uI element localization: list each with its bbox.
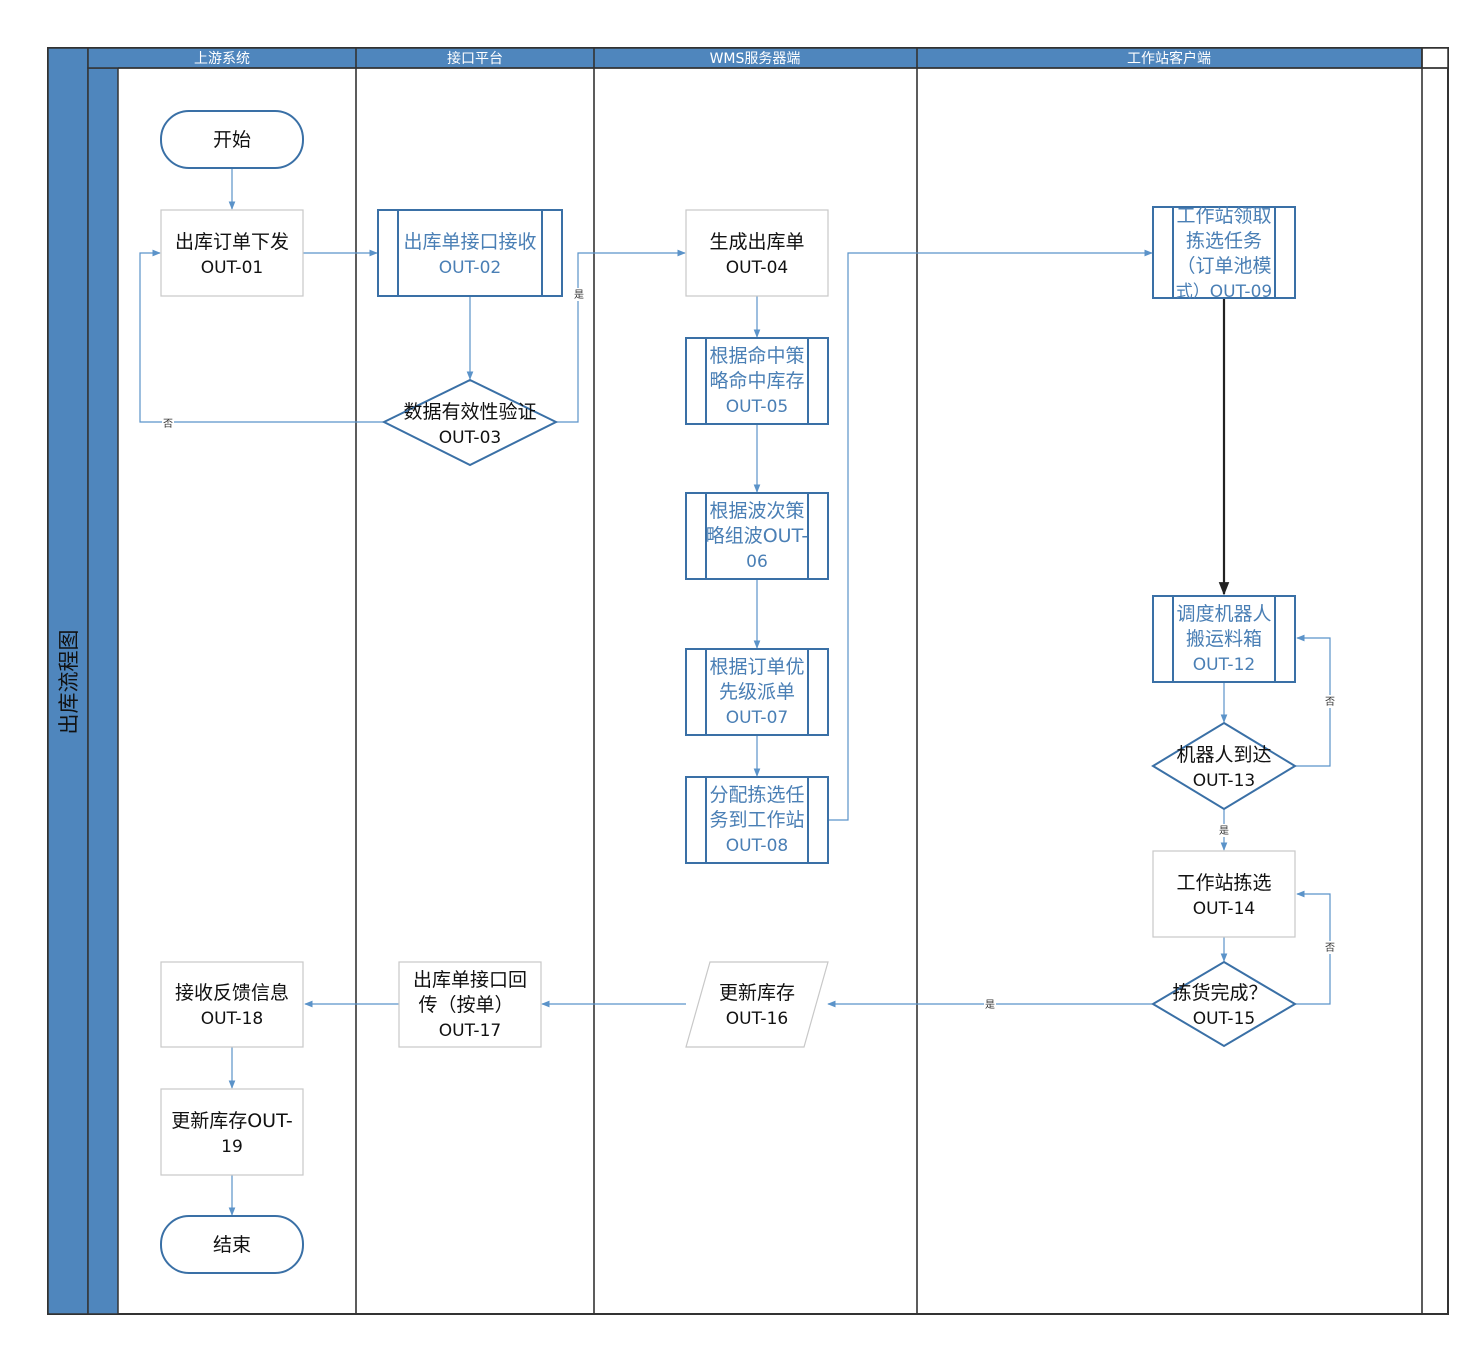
edge-label-out03-no: 否 bbox=[163, 418, 173, 430]
node-out16-line1: 更新库存 bbox=[719, 982, 795, 1004]
node-start-label: 开始 bbox=[213, 129, 251, 151]
edge-label-out13-yes: 是 bbox=[1219, 825, 1229, 837]
edges bbox=[139, 168, 1331, 1216]
node-out08-line3: OUT-08 bbox=[726, 836, 788, 856]
node-out05-line3: OUT-05 bbox=[726, 397, 788, 417]
node-out01-line1: 出库订单下发 bbox=[175, 231, 289, 253]
node-out16: 更新库存 OUT-16 bbox=[685, 961, 829, 1048]
node-out06-line3: 06 bbox=[746, 552, 768, 572]
diagram-title: 出库流程图 bbox=[57, 630, 81, 735]
pool-inner-strip bbox=[87, 67, 119, 1315]
node-out09-line2: 拣选任务 bbox=[1186, 230, 1262, 252]
node-out03-line1: 数据有效性验证 bbox=[403, 401, 536, 423]
node-out17-line3: OUT-17 bbox=[439, 1021, 501, 1041]
edge-label-out15-no: 否 bbox=[1325, 942, 1335, 954]
node-out07-line1: 根据订单优 bbox=[709, 656, 804, 678]
node-out18-line2: OUT-18 bbox=[201, 1009, 263, 1029]
node-out17-line2: 传（按单） bbox=[418, 994, 513, 1016]
node-out07: 根据订单优 先级派单 OUT-07 bbox=[685, 648, 829, 736]
node-out03-line2: OUT-03 bbox=[439, 428, 501, 448]
node-out04-line2: OUT-04 bbox=[726, 258, 788, 278]
node-out07-line3: OUT-07 bbox=[726, 708, 788, 728]
node-out14-line2: OUT-14 bbox=[1193, 899, 1255, 919]
node-out16-line2: OUT-16 bbox=[726, 1009, 788, 1029]
node-out19-line2: 19 bbox=[221, 1137, 243, 1157]
lane-header-interface: 接口平台 bbox=[447, 50, 503, 67]
node-out15-line2: OUT-15 bbox=[1193, 1009, 1255, 1029]
node-out18: 接收反馈信息 OUT-18 bbox=[160, 961, 304, 1048]
node-out09-line3: （订单池模 bbox=[1176, 255, 1271, 277]
edge-label-out15-yes: 是 bbox=[985, 999, 995, 1011]
node-out17-line1: 出库单接口回 bbox=[413, 969, 527, 991]
node-out06-line2: 略组波OUT- bbox=[706, 525, 809, 547]
node-out01-line2: OUT-01 bbox=[201, 258, 263, 278]
node-out02: 出库单接口接收 OUT-02 bbox=[377, 209, 563, 297]
node-out12-line1: 调度机器人 bbox=[1176, 603, 1271, 625]
node-out17: 出库单接口回 传（按单） OUT-17 bbox=[398, 961, 542, 1048]
node-out05-line2: 略命中库存 bbox=[709, 370, 804, 392]
node-out12-line2: 搬运料箱 bbox=[1186, 628, 1262, 650]
node-out15-line1: 拣货完成？ bbox=[1172, 982, 1267, 1004]
node-out19: 更新库存OUT- 19 bbox=[160, 1088, 304, 1176]
node-out14: 工作站拣选 OUT-14 bbox=[1152, 850, 1296, 938]
node-end-label: 结束 bbox=[213, 1234, 251, 1256]
node-out09: 工作站领取 拣选任务 （订单池模 式）OUT-09 bbox=[1152, 205, 1296, 302]
node-out08: 分配拣选任 务到工作站 OUT-08 bbox=[685, 776, 829, 864]
pool-title-strip bbox=[47, 47, 89, 1315]
node-out13-line2: OUT-13 bbox=[1193, 771, 1255, 791]
lane-header-workstation: 工作站客户端 bbox=[1127, 50, 1211, 67]
node-out19-line1: 更新库存OUT- bbox=[171, 1110, 293, 1132]
edge-label-out13-no: 否 bbox=[1325, 696, 1335, 708]
node-out06: 根据波次策 略组波OUT- 06 bbox=[685, 492, 829, 580]
edge-label-out03-yes: 是 bbox=[574, 289, 584, 301]
node-out02-line2: OUT-02 bbox=[439, 258, 501, 278]
node-out14-line1: 工作站拣选 bbox=[1176, 872, 1271, 894]
node-out04: 生成出库单 OUT-04 bbox=[685, 209, 829, 297]
node-out13: 机器人到达 OUT-13 bbox=[1151, 721, 1297, 811]
node-out09-line1: 工作站领取 bbox=[1176, 205, 1271, 227]
node-start: 开始 bbox=[160, 110, 304, 169]
lane-header-upstream: 上游系统 bbox=[194, 51, 250, 67]
node-out12: 调度机器人 搬运料箱 OUT-12 bbox=[1152, 595, 1296, 683]
node-out04-line1: 生成出库单 bbox=[709, 231, 804, 253]
node-out02-line1: 出库单接口接收 bbox=[403, 231, 536, 253]
node-out15: 拣货完成？ OUT-15 bbox=[1151, 960, 1297, 1048]
node-out06-line1: 根据波次策 bbox=[709, 500, 804, 522]
lane-header-wms-server: WMS服务器端 bbox=[710, 51, 801, 67]
node-out18-line1: 接收反馈信息 bbox=[175, 982, 289, 1004]
node-out12-line3: OUT-12 bbox=[1193, 655, 1255, 675]
node-out08-line2: 务到工作站 bbox=[709, 809, 804, 831]
node-out07-line2: 先级派单 bbox=[719, 681, 795, 703]
node-out08-line1: 分配拣选任 bbox=[709, 784, 804, 806]
node-out13-line1: 机器人到达 bbox=[1176, 744, 1271, 766]
node-end: 结束 bbox=[160, 1215, 304, 1274]
node-out05: 根据命中策 略命中库存 OUT-05 bbox=[685, 337, 829, 425]
node-out01: 出库订单下发 OUT-01 bbox=[160, 209, 304, 297]
node-out09-line4: 式）OUT-09 bbox=[1176, 282, 1272, 302]
node-out03: 数据有效性验证 OUT-03 bbox=[381, 378, 559, 467]
node-out05-line1: 根据命中策 bbox=[709, 345, 804, 367]
